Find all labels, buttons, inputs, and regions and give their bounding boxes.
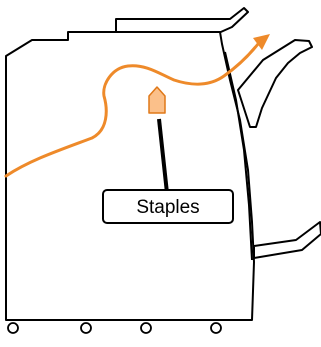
staples-callout: Staples [102,189,234,224]
right-stacker-tray [237,39,313,128]
caster-wheel [210,322,222,334]
casters [7,322,222,334]
staple-icon [148,86,166,114]
paper-path-arrowhead [253,34,270,50]
caster-wheel [7,322,19,334]
caster-wheel [140,322,152,334]
callout-label: Staples [136,197,199,218]
booklet-tray [253,221,321,259]
caster-wheel [80,322,92,334]
callout-leader-line [157,118,169,194]
panel-seam [224,51,253,261]
finisher-body [5,31,255,321]
callout-box [102,189,234,224]
paper-path-line [4,42,260,178]
top-output-tray [115,7,249,36]
